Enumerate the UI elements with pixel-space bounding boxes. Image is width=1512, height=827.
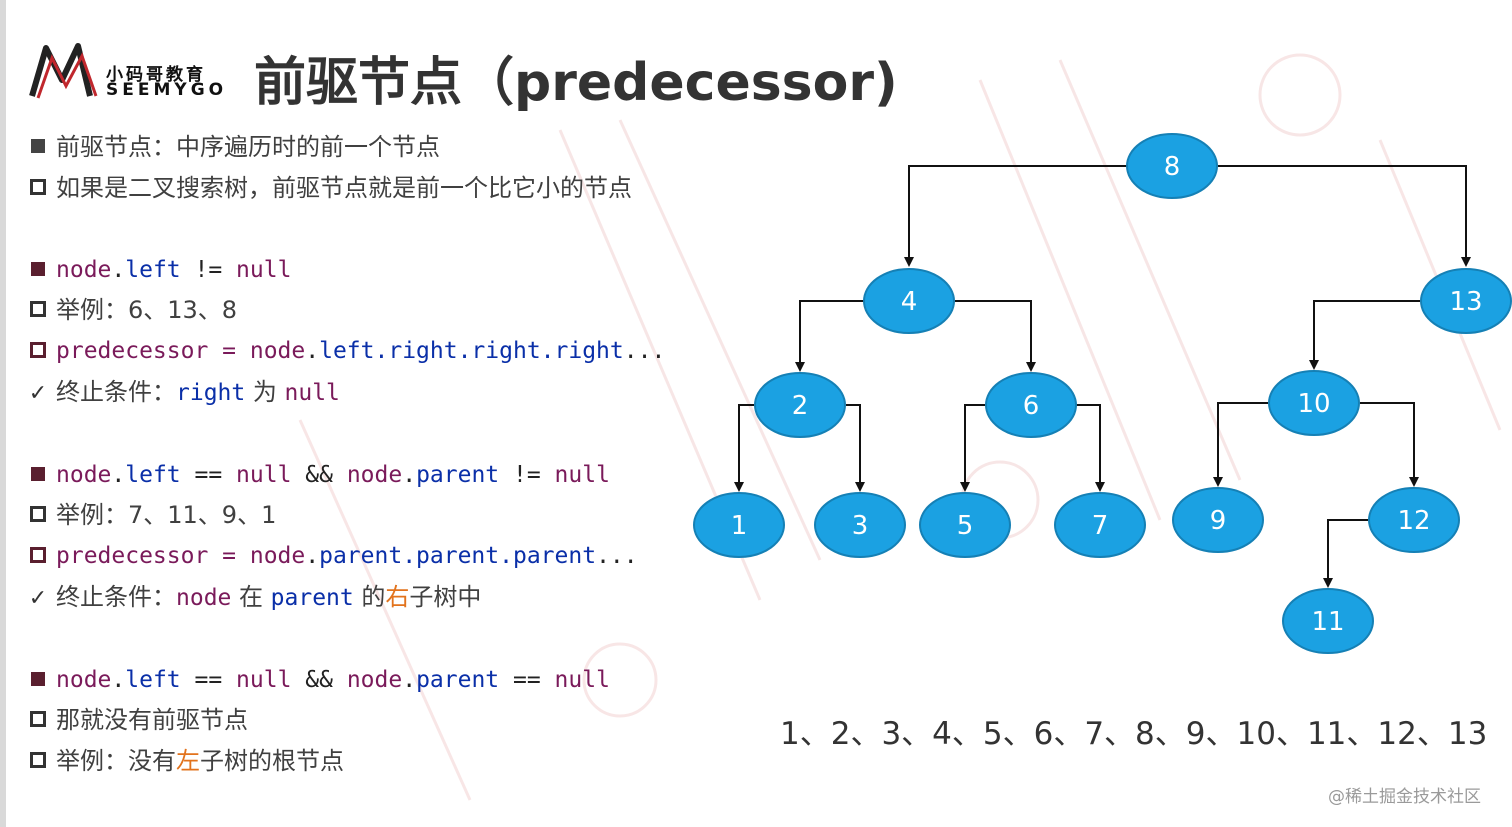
logo-english-text: SEEMYGO (106, 80, 228, 100)
juejin-watermark: @稀土掘金技术社区 (1328, 787, 1481, 807)
logo-chinese-text: 小码哥教育 (106, 65, 206, 85)
edge-4-2 (795, 300, 864, 372)
case3-conclusion: 那就没有前驱节点 (28, 703, 248, 737)
tree-node-2: 2 (754, 372, 846, 438)
edge-2-1 (734, 404, 754, 492)
hollow-square-bullet-icon (28, 539, 48, 573)
tree-node-label: 6 (1023, 391, 1040, 421)
hollow-square-bullet-icon (28, 703, 48, 737)
tree-node-label: 3 (852, 511, 869, 541)
edge-10-12 (1360, 402, 1419, 487)
tree-node-6: 6 (985, 372, 1077, 438)
tree-node-10: 10 (1268, 370, 1360, 436)
case3-example: 举例：没有左子树的根节点 (28, 744, 344, 778)
square-bullet-icon (28, 130, 48, 164)
edge-8-4 (904, 165, 1127, 267)
page-title: 前驱节点（predecessor) (254, 53, 898, 113)
tree-node-label: 8 (1164, 152, 1181, 182)
tree-node-label: 10 (1297, 389, 1330, 419)
edge-12-11 (1323, 519, 1368, 588)
edge-10-9 (1213, 402, 1268, 487)
tree-node-label: 1 (731, 511, 748, 541)
case1-formula: predecessor = node.left.right.right.righ… (28, 334, 665, 368)
edge-6-5 (960, 404, 985, 492)
tree-node-7: 7 (1054, 492, 1146, 558)
case2-example: 举例：7、11、9、1 (28, 498, 276, 532)
slide-header: 小码哥教育 SEEMYGO 前驱节点（predecessor) (0, 0, 1512, 128)
bullet-definition: 前驱节点：中序遍历时的前一个节点 (28, 130, 440, 164)
tree-node-9: 9 (1172, 487, 1264, 553)
hollow-square-bullet-icon (28, 744, 48, 778)
tree-node-label: 9 (1210, 506, 1227, 536)
tree-node-label: 7 (1092, 511, 1109, 541)
tree-node-label: 12 (1397, 506, 1430, 536)
edge-13-10 (1309, 300, 1420, 370)
inorder-sequence: 1、2、3、4、5、6、7、8、9、10、11、12、13 (780, 716, 1488, 752)
square-bullet-icon (28, 458, 48, 492)
tree-node-1: 1 (693, 492, 785, 558)
checkmark-icon: ✓ (28, 586, 48, 611)
square-bullet-icon (28, 663, 48, 697)
tree-node-label: 13 (1449, 287, 1482, 317)
edge-4-6 (955, 300, 1036, 372)
tree-node-13: 13 (1420, 268, 1512, 334)
edge-2-3 (846, 404, 865, 492)
case1-stop-condition: ✓终止条件：right 为 null (28, 375, 340, 409)
edge-8-13 (1218, 165, 1471, 267)
case2-condition: node.left == null && node.parent != null (28, 458, 610, 492)
tree-node-12: 12 (1368, 487, 1460, 553)
tree-node-4: 4 (863, 268, 955, 334)
tree-node-label: 4 (901, 287, 918, 317)
tree-node-5: 5 (919, 492, 1011, 558)
slide-left-border (0, 0, 6, 827)
tree-node-11: 11 (1282, 588, 1374, 654)
case3-condition: node.left == null && node.parent == null (28, 663, 610, 697)
hollow-square-bullet-icon (28, 171, 48, 205)
hollow-square-bullet-icon (28, 498, 48, 532)
tree-node-label: 5 (957, 511, 974, 541)
hollow-square-bullet-icon (28, 334, 48, 368)
case2-formula: predecessor = node.parent.parent.parent.… (28, 539, 638, 573)
case1-example: 举例：6、13、8 (28, 293, 237, 327)
hollow-square-bullet-icon (28, 293, 48, 327)
tree-node-8: 8 (1126, 133, 1218, 199)
bullet-bst-note: 如果是二叉搜索树，前驱节点就是前一个比它小的节点 (28, 171, 632, 205)
edge-6-7 (1076, 404, 1105, 492)
square-bullet-icon (28, 253, 48, 287)
case2-stop-condition: ✓终止条件：node 在 parent 的右子树中 (28, 580, 482, 614)
tree-node-3: 3 (814, 492, 906, 558)
checkmark-icon: ✓ (28, 381, 48, 406)
tree-node-label: 11 (1311, 607, 1344, 637)
case1-condition: node.left != null (28, 253, 291, 287)
tree-node-label: 2 (792, 391, 809, 421)
seemygo-logo-icon (29, 43, 98, 99)
